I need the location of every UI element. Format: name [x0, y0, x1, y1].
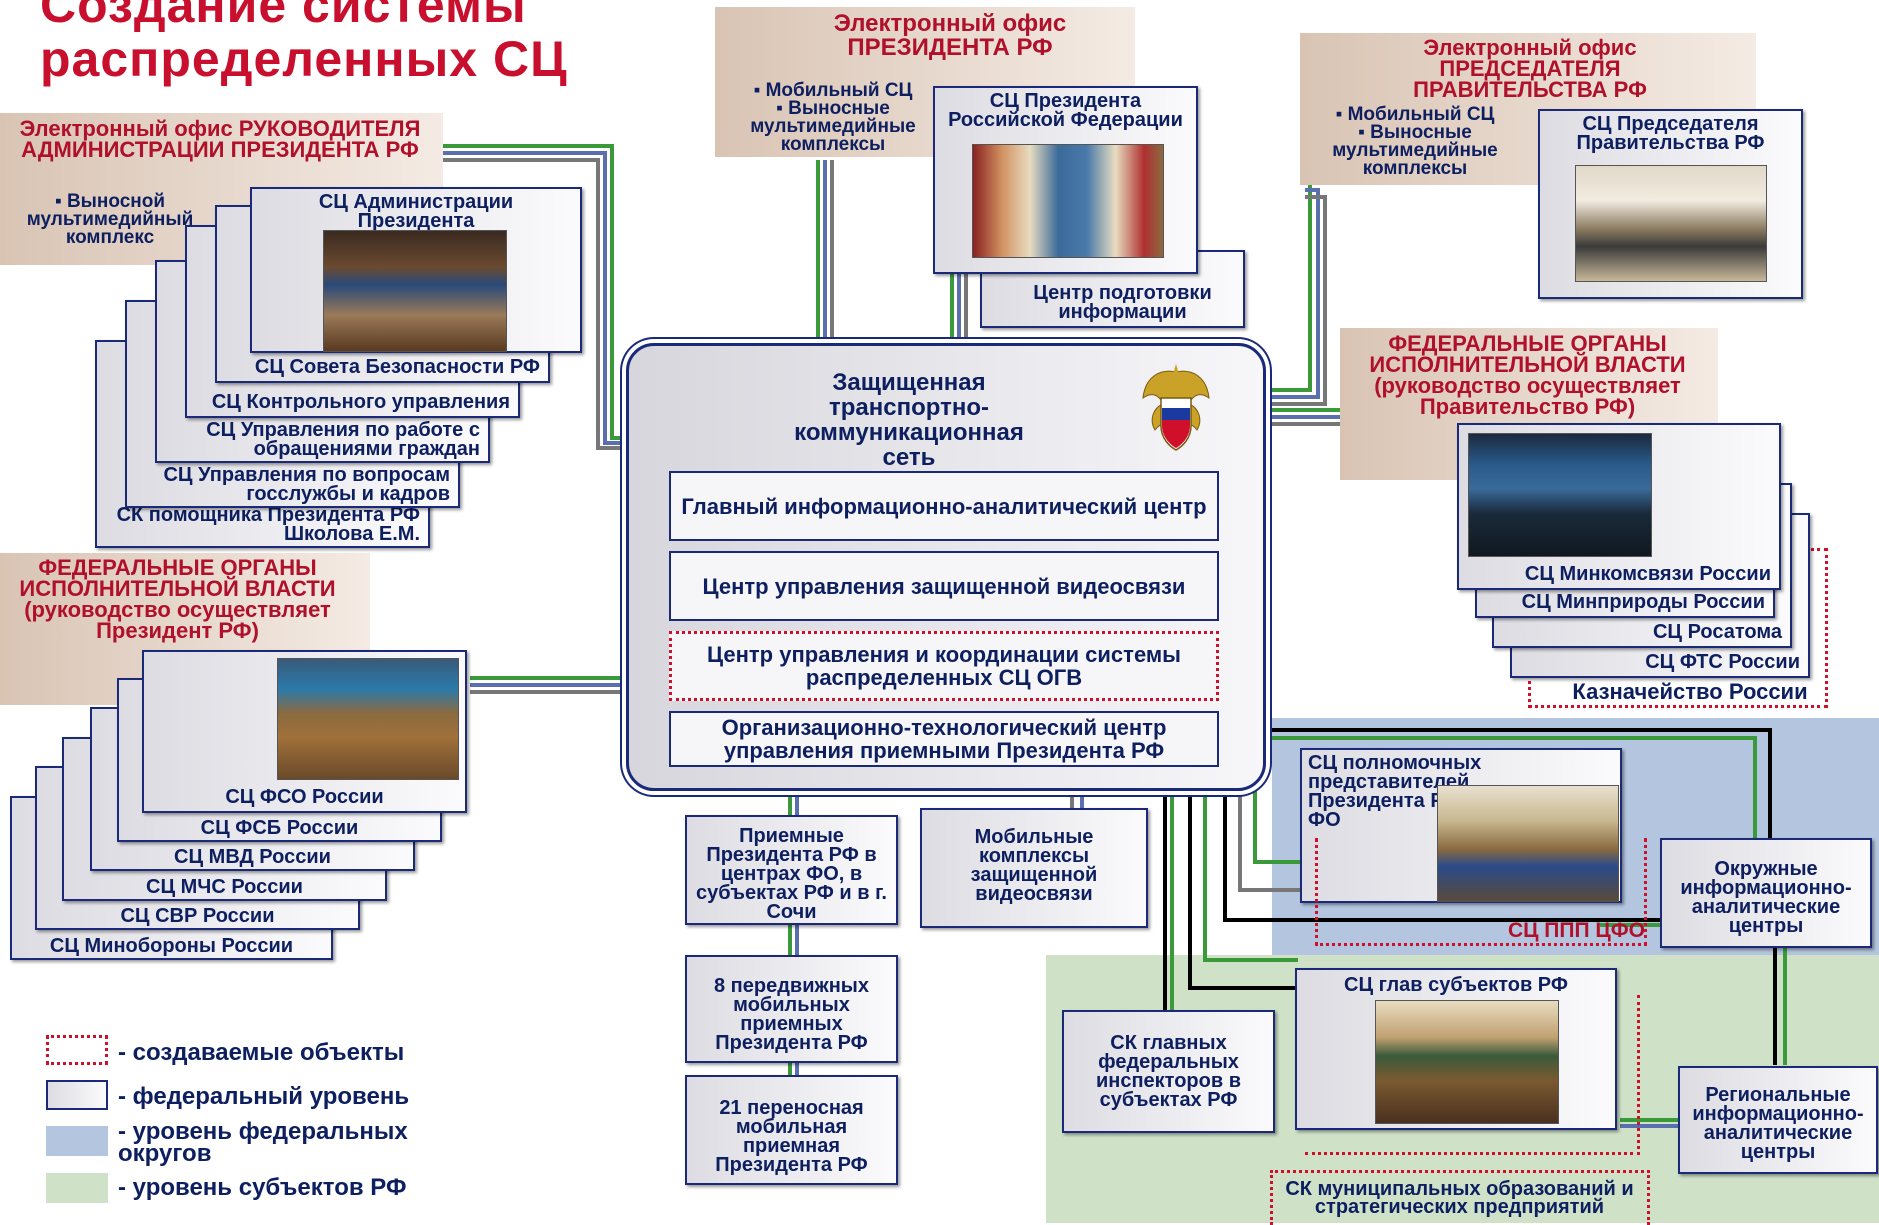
admin-office-bullet: ▪ Выносной мультимедийный комплекс: [26, 191, 194, 248]
mobile-receptions-8-box[interactable]: 8 передвижных мобильных приемных Президе…: [685, 955, 898, 1063]
president-office-bullet-mobile: ▪ Мобильный СЦ: [753, 80, 913, 101]
coordination-center[interactable]: Центр управления и координации системы р…: [669, 631, 1219, 701]
legend-created-swatch: [46, 1035, 108, 1065]
legend-district-label: - уровень федеральных округов: [118, 1118, 408, 1167]
president-receptions-box[interactable]: Приемные Президента РФ в центрах ФО, в с…: [685, 815, 898, 925]
sc-presidential-administration-label: СЦ Администрации Президента: [318, 191, 514, 232]
secure-network-hub: Защищенная транспортно-коммуникационная …: [626, 343, 1266, 791]
sc-pm-label: СЦ Председателя Правительства РФ: [1576, 113, 1765, 154]
municipal-sc-box[interactable]: [1270, 1170, 1650, 1225]
legend-district-swatch: [46, 1126, 108, 1156]
governors-room-photo: [1375, 1000, 1559, 1124]
legend-created-label: - создаваемые объекты: [118, 1039, 405, 1066]
ppp-cfo-box[interactable]: [1315, 838, 1647, 946]
mobile-video-complexes-box[interactable]: Мобильные комплексы защищенной видеосвяз…: [920, 808, 1148, 928]
pm-office-header: Электронный офис ПРЕДСЕДАТЕЛЯ ПРАВИТЕЛЬС…: [1413, 35, 1647, 102]
sc-president-label: СЦ Президента Российской Федерации: [948, 90, 1183, 131]
regional-analytic-centers-box[interactable]: Региональные информационно-аналитические…: [1678, 1066, 1878, 1174]
page-title: Создание системы распределенных СЦ: [40, 0, 568, 87]
minkomsvyazi-room-photo: [1468, 433, 1652, 557]
treasury-label: Казначейство России: [1572, 679, 1808, 704]
fed-gov-pm-header: ФЕДЕРАЛЬНЫЕ ОРГАНЫ ИСПОЛНИТЕЛЬНОЙ ВЛАСТИ…: [1369, 331, 1686, 419]
hub-title: Защищенная транспортно-коммуникационная …: [794, 369, 1024, 471]
reception-management-center[interactable]: Организационно-технологический центр упр…: [669, 711, 1219, 767]
video-control-center[interactable]: Центр управления защищенной видеосвязи: [669, 551, 1219, 621]
governors-sc-label: СЦ глав субъектов РФ: [1344, 974, 1568, 996]
admin-office-header: Электронный офис РУКОВОДИТЕЛЯ АДМИНИСТРА…: [19, 116, 421, 162]
pm-office-bullet-mobile: ▪ Мобильный СЦ: [1335, 104, 1495, 125]
president-room-photo: [972, 144, 1164, 258]
plenipotentiary-sc-label: СЦ полномочных представителей Президента…: [1308, 752, 1482, 831]
president-office-header: Электронный офис ПРЕЗИДЕНТА РФ: [833, 10, 1067, 61]
legend-subject-swatch: [46, 1173, 108, 1203]
main-analytic-center[interactable]: Главный информационно-аналитический цент…: [669, 471, 1219, 541]
fso-emblem-icon: [1139, 364, 1213, 454]
ppp-cfo-label: СЦ ППП ЦФО: [1507, 919, 1645, 942]
portable-receptions-21-box[interactable]: 21 переносная мобильная приемная Президе…: [685, 1075, 898, 1185]
president-office-bullet-multimedia: ▪ Выносные мультимедийные комплексы: [750, 98, 916, 155]
legend-subject-label: - уровень субъектов РФ: [118, 1174, 407, 1201]
pm-office-bullet-multimedia: ▪ Выносные мультимедийные комплексы: [1332, 122, 1498, 179]
fso-room-photo: [277, 658, 459, 780]
fed-gov-president-header: ФЕДЕРАЛЬНЫЕ ОРГАНЫ ИСПОЛНИТЕЛЬНОЙ ВЛАСТИ…: [19, 555, 336, 643]
federal-inspectors-box[interactable]: СК главных федеральных инспекторов в суб…: [1062, 1010, 1275, 1133]
legend-federal-label: - федеральный уровень: [118, 1083, 410, 1110]
plenipotentiary-room-photo: [1437, 785, 1619, 902]
pm-room-photo: [1575, 165, 1767, 282]
municipal-sc-label: СК муниципальных образований и стратегич…: [1285, 1178, 1634, 1218]
district-analytic-centers-box[interactable]: Окружные информационно-аналитические цен…: [1660, 838, 1872, 948]
governors-created-outline: [1305, 995, 1640, 1155]
admin-room-photo: [323, 230, 507, 352]
legend-federal-swatch: [46, 1080, 108, 1110]
